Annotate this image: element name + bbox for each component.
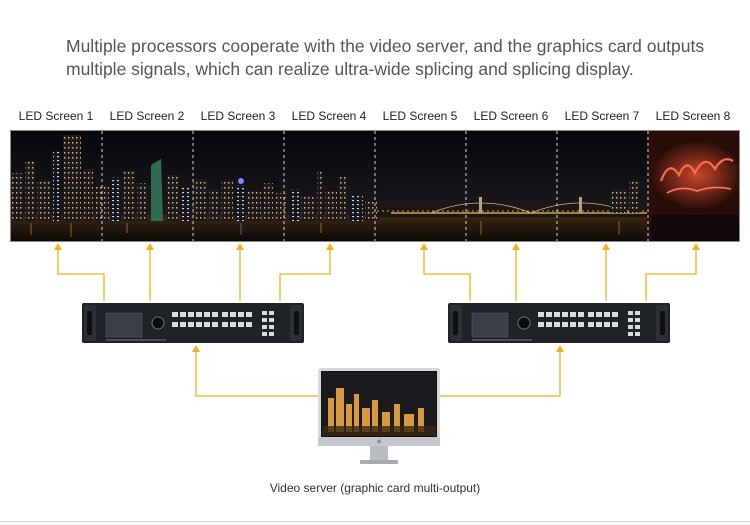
processor-unit-icon (448, 303, 670, 343)
arrow-screen-7 (602, 243, 610, 250)
connector-screen-4 (279, 248, 331, 301)
led-screen-5-label: LED Screen 5 (382, 109, 458, 123)
bridge-scene (377, 181, 739, 217)
skyline-left (11, 135, 377, 221)
arrow-screen-4 (326, 243, 334, 250)
connector-screen-5 (423, 248, 471, 301)
connector-screen-1 (57, 248, 105, 301)
city-skyline-image (11, 131, 739, 241)
screen-labels: LED Screen 1 LED Screen 2 LED Screen 3 L… (10, 109, 740, 127)
arrow-left-processor (192, 345, 200, 352)
headline-line-2: multiple signals, which can realize ultr… (66, 59, 634, 79)
connector-server-right-processor (440, 350, 561, 397)
headline: Multiple processors cooperate with the v… (66, 35, 726, 81)
video-processor-right (448, 301, 670, 345)
led-screen-2-label: LED Screen 2 (109, 109, 185, 123)
divider (0, 521, 750, 522)
monitor-icon (318, 368, 440, 464)
video-server-caption: Video server (graphic card multi-output) (269, 481, 481, 495)
screen-dividers (101, 131, 649, 241)
arrow-screen-5 (420, 243, 428, 250)
arrow-screen-2 (146, 243, 154, 250)
led-screen-8-label: LED Screen 8 (655, 109, 731, 123)
arrow-screen-1 (54, 243, 62, 250)
water-reflections (30, 221, 620, 237)
neon-sign-scene (647, 131, 739, 241)
led-screen-1-label: LED Screen 1 (18, 109, 94, 123)
video-processor-left (82, 301, 304, 345)
processor-unit-icon (82, 303, 304, 343)
led-screen-4-label: LED Screen 4 (291, 109, 367, 123)
led-screen-3-label: LED Screen 3 (200, 109, 276, 123)
arrow-screen-3 (236, 243, 244, 250)
led-screen-7-label: LED Screen 7 (564, 109, 640, 123)
arrow-right-processor (556, 345, 564, 352)
arrow-screen-8 (692, 243, 700, 250)
led-video-wall (10, 130, 740, 242)
connector-screen-8 (645, 248, 697, 301)
video-server (318, 368, 440, 466)
led-screen-6-label: LED Screen 6 (473, 109, 549, 123)
headline-line-1: Multiple processors cooperate with the v… (66, 36, 705, 56)
connector-server-left-processor (195, 350, 318, 397)
arrow-screen-6 (512, 243, 520, 250)
